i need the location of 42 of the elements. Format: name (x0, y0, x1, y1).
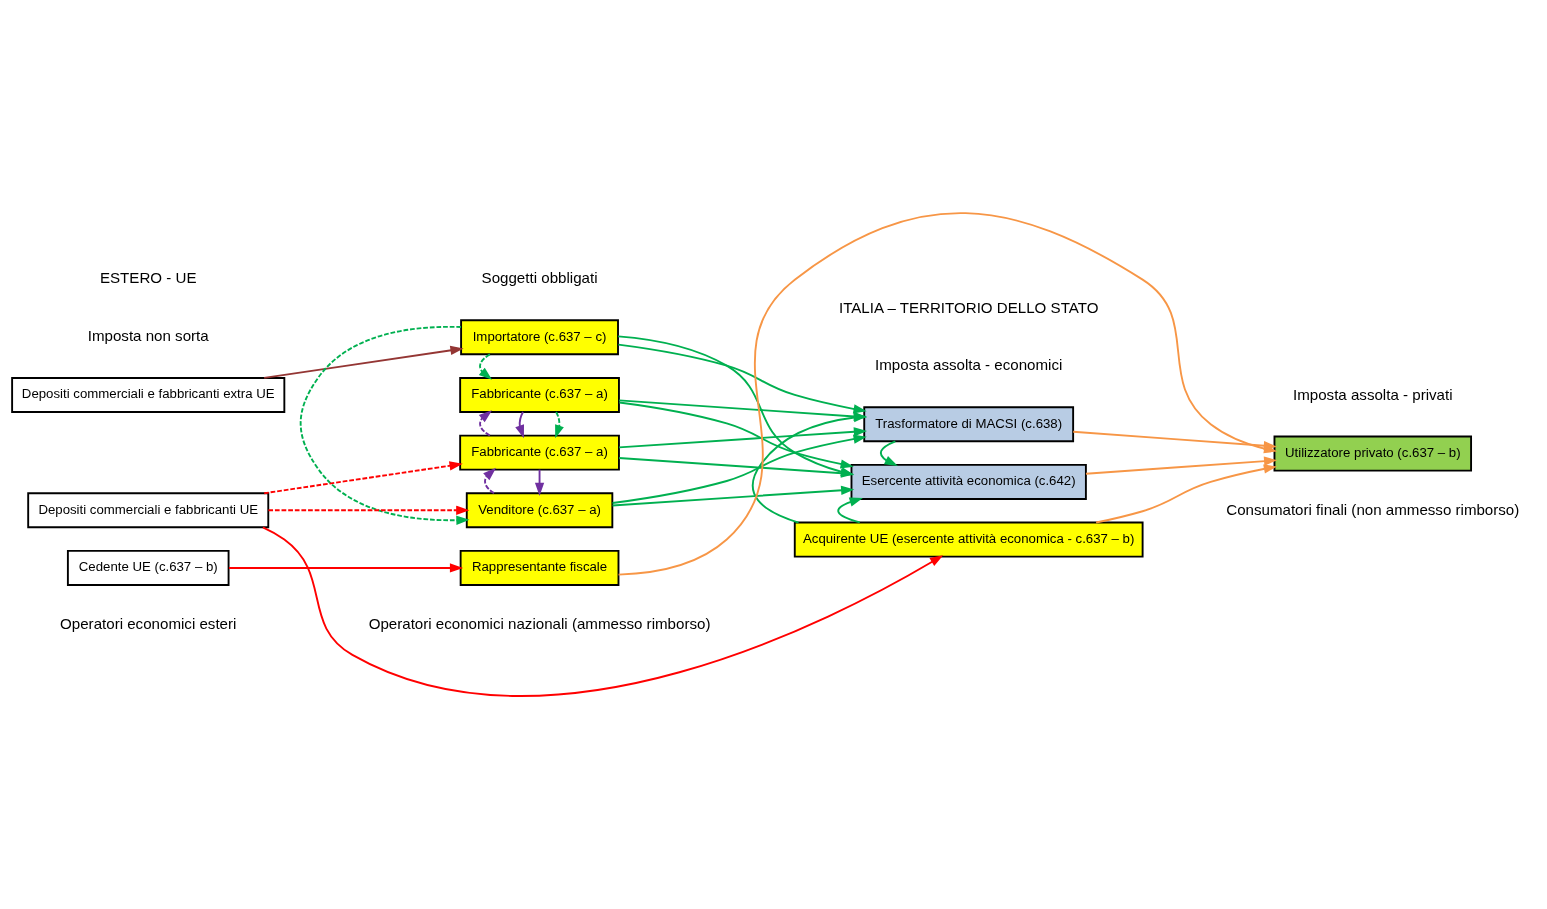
node-box: Rappresentante fiscale (459, 549, 620, 586)
arrow (617, 343, 867, 414)
node-box: Depositi commerciali e fabbricanti extra UE (11, 377, 286, 413)
node-box: Depositi commerciali e fabbricanti UE (27, 492, 270, 529)
node-box: Fabbricante (c.637 – a) (459, 434, 620, 471)
label: Consumatori finali (non ammesso rimborso) (1226, 500, 1520, 518)
arrow (267, 505, 470, 515)
label: ITALIA – TERRITORIO DELLO STATO (838, 298, 1099, 316)
arrow (478, 410, 493, 437)
arrow (478, 353, 493, 380)
node-box: Acquirente UE (esercente attività economica - c.637 – b) (793, 521, 1144, 558)
arrow (618, 427, 868, 449)
arrow (611, 485, 855, 507)
arrow (611, 434, 867, 504)
arrow (1095, 464, 1278, 524)
label: Imposta assolta - privati (1292, 385, 1453, 403)
label: Operatori economici esteri (60, 615, 237, 633)
label: Imposta non sorta (87, 326, 209, 344)
label: Imposta assolta - economici (875, 356, 1063, 374)
arrow (227, 563, 464, 573)
arrow (555, 411, 564, 439)
label: Operatori economici nazionali (ammesso rimborso) (368, 615, 711, 633)
node-box: Importatore (c.637 – c) (460, 319, 619, 356)
arrow (261, 526, 944, 697)
arrow (837, 497, 863, 524)
arrow (1085, 456, 1278, 475)
arrow (515, 411, 524, 439)
node-box: Fabbricante (c.637 – a) (459, 377, 620, 413)
node-box: Utilizzatore privato (c.637 – b) (1273, 435, 1473, 472)
arrow (534, 468, 545, 497)
arrow (483, 467, 497, 495)
arrow (263, 345, 464, 379)
node-box: Esercente attività economica (c.642) (850, 463, 1087, 500)
node-box: Cedente UE (c.637 – b) (66, 549, 230, 586)
node-box: Venditore (c.637 – a) (465, 492, 614, 529)
arrow (263, 461, 463, 495)
label: ESTERO - UE (99, 269, 197, 287)
label: Soggetti obbligati (481, 269, 598, 287)
node-box: Trasformatore di MACSI (c.638) (863, 406, 1075, 443)
arrow (879, 440, 898, 467)
arrow (299, 325, 470, 525)
arrow (618, 401, 854, 469)
